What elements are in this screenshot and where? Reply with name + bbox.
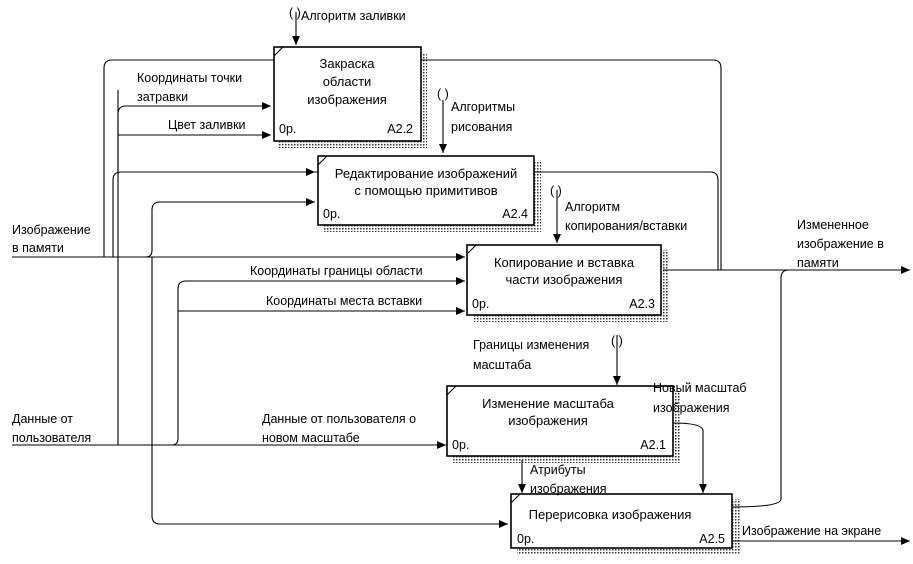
box-a22-title-3: изображения xyxy=(307,92,387,107)
box-a21-title-1: Изменение масштаба xyxy=(482,396,614,411)
label-user-scale-data-1: Данные от пользователя о xyxy=(262,412,416,426)
label-scale-bounds-2: масштаба xyxy=(473,358,531,372)
arrow-region-bounds xyxy=(171,277,465,446)
box-a25-node: A2.5 xyxy=(699,532,725,546)
label-new-scale-2: изображения xyxy=(653,401,730,415)
tunnel-icon-fill-algo: ( ) xyxy=(289,6,301,20)
label-scale-bounds-1: Границы изменения xyxy=(473,338,589,352)
tunnel-markers: ( ) ( ) ( ) ( ) xyxy=(289,6,623,348)
box-a21-cost: 0р. xyxy=(452,438,469,452)
label-copy-algo-2: копирования/вставки xyxy=(565,219,687,233)
arrow-memory-to-a24b xyxy=(145,198,315,258)
label-draw-algos-2: рисования xyxy=(451,120,512,134)
box-a25[interactable]: Перерисовка изображения 0р. A2.5 xyxy=(510,493,733,549)
box-a23-title-2: части изображения xyxy=(506,272,623,287)
label-seed-coords-1: Координаты точки xyxy=(137,71,242,85)
box-a23[interactable]: Копирование и вставка части изображения … xyxy=(466,244,662,316)
label-region-bounds: Координаты границы области xyxy=(250,264,423,278)
box-a21-node: A2.1 xyxy=(640,438,666,452)
label-user-data-1: Данные от xyxy=(12,412,73,426)
box-a24-node: A2.4 xyxy=(502,207,528,221)
box-a22-node: A2.2 xyxy=(387,122,413,136)
box-a21[interactable]: Изменение масштаба изображения 0р. A2.1 xyxy=(446,385,674,457)
label-image-attrs-2: изображения xyxy=(530,482,607,496)
arrow-a25-feedback xyxy=(732,269,790,508)
box-a21-title-2: изображения xyxy=(508,413,588,428)
box-a23-title-1: Копирование и вставка xyxy=(494,255,635,270)
box-a22-cost: 0р. xyxy=(279,122,296,136)
label-changed-image-2: изображение в xyxy=(797,237,884,251)
box-a24-cost: 0р. xyxy=(323,207,340,221)
label-image-attrs-1: Атрибуты xyxy=(530,463,586,477)
box-a24[interactable]: Редактирование изображений с помощью при… xyxy=(317,155,535,226)
box-a24-title-1: Редактирование изображений xyxy=(335,166,517,181)
label-image-on-screen: Изображение на экране xyxy=(742,524,881,538)
label-paste-coords: Координаты места вставки xyxy=(266,294,422,308)
label-fill-algo: Алгоритм заливки xyxy=(301,9,406,23)
box-a23-node: A2.3 xyxy=(629,297,655,311)
label-copy-algo-1: Алгоритм xyxy=(565,200,620,214)
label-fill-color: Цвет заливки xyxy=(168,118,246,132)
tunnel-icon-scale-bounds: ( ) xyxy=(611,334,623,348)
arrow-new-scale xyxy=(672,422,707,493)
label-image-in-memory-2: в памяти xyxy=(12,241,64,255)
label-changed-image-1: Измененное xyxy=(797,218,869,232)
label-image-in-memory-1: Изображение xyxy=(12,223,91,237)
tunnel-icon-copy-algo: ( ) xyxy=(550,184,562,198)
box-a25-cost: 0р. xyxy=(517,532,534,546)
tunnel-icon-draw-algos: ( ) xyxy=(437,87,449,101)
arrow-labels: Алгоритм заливки Координаты точки затрав… xyxy=(12,9,884,538)
box-a25-title-1: Перерисовка изображения xyxy=(529,507,692,522)
arrow-memory-to-a25 xyxy=(151,257,508,528)
box-a22-title-2: области xyxy=(323,74,372,89)
box-a23-cost: 0р. xyxy=(472,297,489,311)
label-seed-coords-2: затравки xyxy=(137,90,188,104)
arrow-seed-coords xyxy=(117,102,271,172)
box-a22[interactable]: Закраска области изображения 0р. A2.2 xyxy=(273,46,422,142)
box-a22-title-1: Закраска xyxy=(320,56,376,71)
label-user-data-2: пользователя xyxy=(12,431,91,445)
label-new-scale-1: Новый масштаб xyxy=(653,381,747,395)
label-changed-image-3: памяти xyxy=(797,256,839,270)
label-user-scale-data-2: новом масштабе xyxy=(262,431,360,445)
label-draw-algos-1: Алгоритмы xyxy=(451,100,515,114)
box-a24-title-2: с помощью примитивов xyxy=(354,183,497,198)
